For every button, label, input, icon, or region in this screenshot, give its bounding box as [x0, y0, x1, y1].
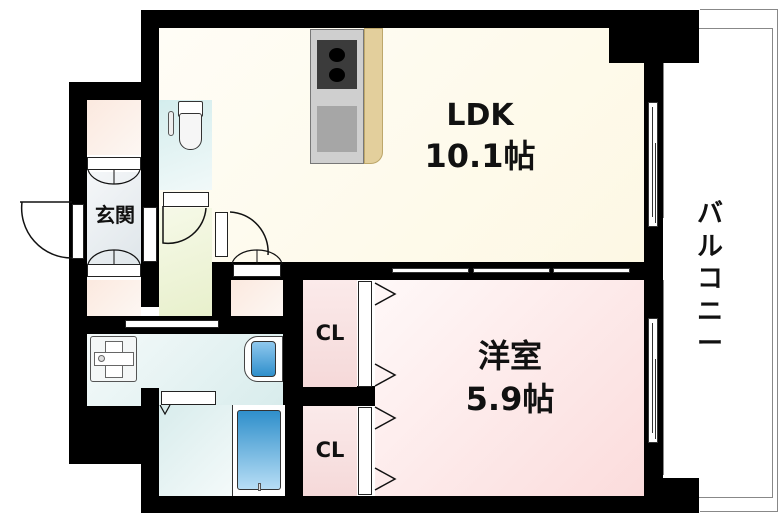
sink-icon: [317, 106, 357, 152]
sliding-door-2[interactable]: [473, 268, 550, 273]
door-marker-icon: [159, 405, 171, 416]
toilet-doorframe: [163, 192, 209, 207]
ldk-size: 10.1帖: [424, 137, 536, 175]
sliding-door-1[interactable]: [392, 268, 469, 273]
toilet-bowl-icon: [179, 113, 202, 150]
ldk-door-swing-icon: [230, 211, 269, 256]
closet-door-markers-icon: [374, 282, 397, 491]
closet-upper-door[interactable]: [358, 281, 372, 387]
room-hallway[interactable]: [159, 208, 212, 316]
ldk-name: LDK: [446, 98, 514, 133]
sliding-door-3[interactable]: [553, 268, 630, 273]
wall-ldk-left: [141, 10, 159, 95]
bathtub-icon: [237, 410, 281, 491]
hall-door-swing-icon: [162, 206, 207, 245]
balcony-label: バ ル コ ニ ー: [696, 199, 723, 359]
bathroom-door[interactable]: [161, 391, 216, 405]
wall-bath-left: [141, 388, 159, 513]
closet-lower-door[interactable]: [358, 407, 372, 495]
wall-bath-corner: [141, 388, 159, 408]
room-western[interactable]: [375, 280, 644, 496]
balcony-left-edge: [663, 63, 664, 218]
washbasin-icon: [244, 336, 283, 382]
wall-cl-divider: [283, 386, 383, 406]
ldk-door[interactable]: [215, 212, 228, 257]
burner-icon: [329, 68, 345, 82]
washroom-sliding-door[interactable]: [125, 320, 219, 328]
ldk-window[interactable]: [648, 102, 658, 227]
storage-door-swing-lower-icon: [87, 249, 141, 265]
entrance-door-swing-icon: [20, 201, 73, 259]
balcony-inner-rail: [663, 28, 773, 498]
burner-icon: [329, 48, 345, 62]
room-closet-lower[interactable]: [303, 406, 357, 496]
western-window[interactable]: [648, 318, 658, 443]
washing-machine-pan-icon: [90, 336, 137, 382]
entrance-label: 玄関: [95, 203, 135, 227]
room-storage-hall: [231, 280, 283, 316]
toilet-control-icon: [168, 111, 174, 136]
room-storage-lower: [87, 280, 141, 316]
room-closet-upper[interactable]: [303, 280, 357, 387]
balcony-left-edge-2: [663, 280, 664, 475]
kitchen-counter: [364, 28, 383, 164]
room-storage-upper: [87, 100, 141, 155]
room-ldk[interactable]: [159, 28, 644, 262]
wall-entry-bottom: [69, 262, 87, 334]
western-size: 5.9帖: [465, 380, 555, 418]
storage-hall-doors: [233, 264, 281, 277]
storage-hall-door-swing-icon: [231, 249, 283, 265]
storage-door-swing-upper-icon: [87, 170, 141, 185]
wall-top: [141, 10, 662, 28]
wall-top-right-block-inner: [609, 10, 699, 63]
entrance-door[interactable]: [72, 204, 84, 259]
entrance-inner-door[interactable]: [143, 207, 157, 262]
storage-doors-lower: [87, 264, 141, 277]
stove-icon: [317, 40, 357, 89]
wall-ldk-leftlower: [141, 82, 159, 212]
storage-doors-upper: [87, 157, 141, 170]
closet-lower-label: CL: [315, 438, 345, 462]
wall-bottom: [141, 496, 699, 513]
western-name: 洋室: [477, 337, 542, 375]
room-entrance[interactable]: [87, 172, 141, 264]
room-bathroom-entry[interactable]: [159, 405, 232, 496]
closet-upper-label: CL: [315, 321, 345, 345]
